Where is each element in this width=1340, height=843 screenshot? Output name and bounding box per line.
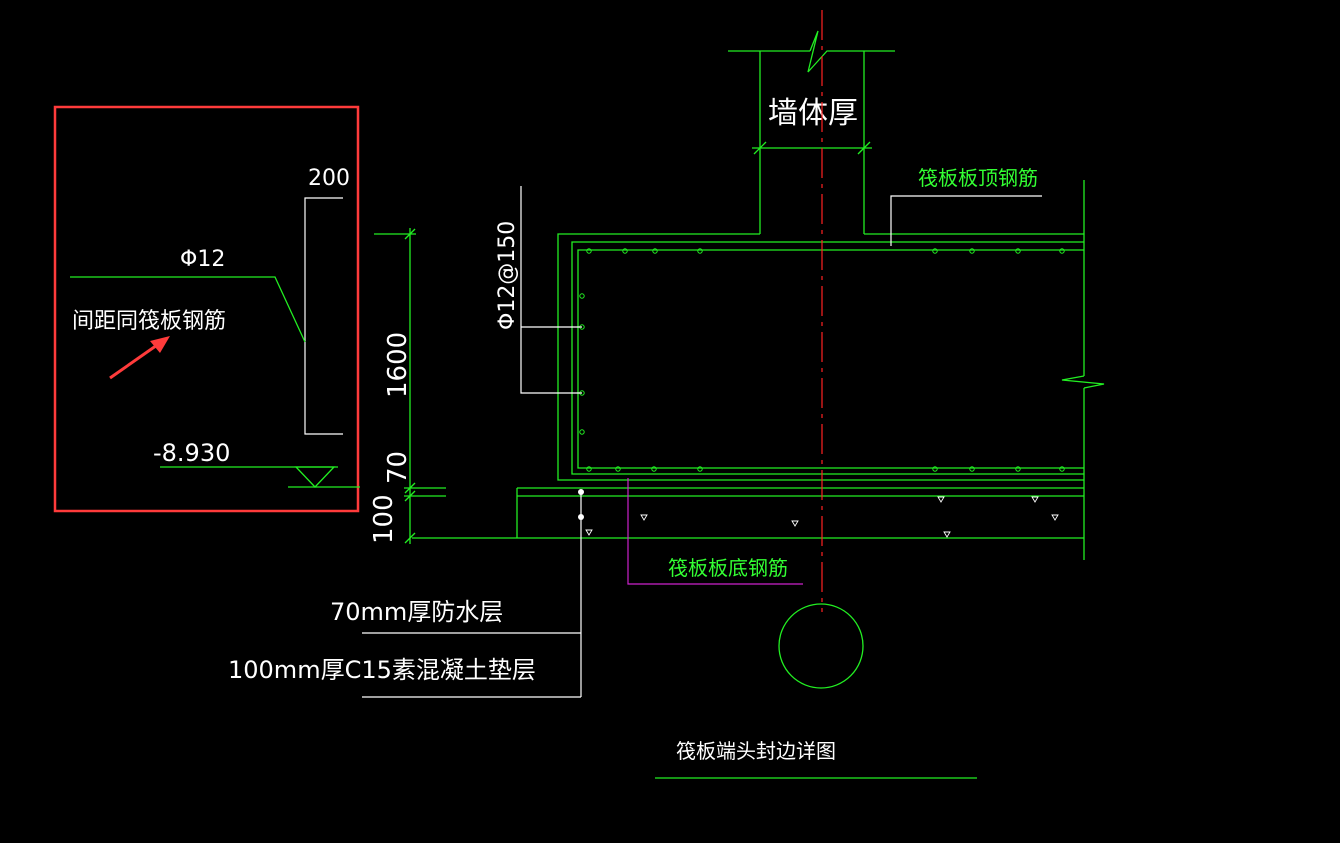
aggregate-icon <box>585 529 593 536</box>
edge-rebar-spec-label: Φ12@150 <box>495 221 520 330</box>
callout-arrow-head <box>150 336 170 353</box>
rebar-dot <box>932 248 938 254</box>
rebar-dot <box>586 466 592 472</box>
wall: 墙体厚 <box>728 30 895 234</box>
rebar-dot <box>1015 466 1021 472</box>
wall-dim-tick-left <box>753 141 767 155</box>
base-layers <box>412 487 1084 539</box>
aggregate-icon <box>1031 496 1039 503</box>
rebar-dot <box>615 466 621 472</box>
drawing-title-block: 筏板端头封边详图 <box>655 739 977 779</box>
callout-bar-length: 200 <box>308 166 350 191</box>
rebar-dot <box>969 466 975 472</box>
dim-raft-height: 1600 <box>383 332 413 398</box>
dim-cushion-thickness: 100 <box>369 494 399 544</box>
dim-waterproof-thickness: 70 <box>383 451 413 484</box>
layer-callouts: 70mm厚防水层 100mm厚C15素混凝土垫层 筏板板底钢筋 <box>228 478 803 698</box>
dim-tick <box>404 228 416 240</box>
callout-arrow-shaft <box>109 341 161 380</box>
raft-bottom-rebar-label: 筏板板底钢筋 <box>668 556 788 580</box>
dim-tick <box>404 490 416 502</box>
top-rebar-leader <box>890 195 1042 246</box>
rebar-dot <box>1059 466 1065 472</box>
rebar-dot <box>651 466 657 472</box>
rebar-dot <box>932 466 938 472</box>
callout-bar-diameter: Φ12 <box>180 247 225 272</box>
dimension-chain: 1600 70 100 <box>369 228 446 544</box>
rebar-dot <box>1059 248 1065 254</box>
rebar-dot <box>969 248 975 254</box>
callout-leader <box>70 276 306 343</box>
rebar-dot <box>586 248 592 254</box>
aggregate-icon <box>943 531 951 538</box>
raft-right-break-symbol <box>1061 375 1105 389</box>
callout-box: 200 Φ12 间距同筏板钢筋 -8.930 <box>53 105 360 513</box>
rebar-dot <box>579 429 585 435</box>
edge-closing-bar <box>571 241 1084 475</box>
rebar-dot <box>697 248 703 254</box>
rebar-dot <box>622 248 628 254</box>
axis <box>778 10 864 689</box>
leader-dot-waterproof <box>578 489 584 495</box>
rebar-dot <box>1015 248 1021 254</box>
elevation-marker-icon <box>294 466 336 488</box>
rebar-dot <box>652 248 658 254</box>
leader-dot-cushion <box>578 514 584 520</box>
rebar-dots <box>579 248 1065 472</box>
callout-elevation: -8.930 <box>153 439 230 467</box>
edge-rebar-leader <box>520 186 582 394</box>
wall-break-symbol <box>807 30 895 73</box>
callout-highlight-frame <box>53 105 360 513</box>
bottom-rebar-leader <box>627 478 803 585</box>
aggregate-icon <box>937 496 945 503</box>
aggregate-icon <box>1051 514 1059 521</box>
aggregate-icon <box>640 514 648 521</box>
axis-bubble <box>778 603 864 689</box>
wall-thickness-label: 墙体厚 <box>768 96 858 131</box>
drawing-title: 筏板端头封边详图 <box>676 739 836 763</box>
concrete-hatch <box>585 496 1059 538</box>
raft-outline <box>557 233 1084 481</box>
wall-dim-tick-right <box>857 141 871 155</box>
callout-bar-shape <box>304 197 343 435</box>
cushion-layer-label: 100mm厚C15素混凝土垫层 <box>228 656 536 684</box>
dim-tick <box>404 482 416 494</box>
dim-tick <box>404 532 416 544</box>
waterproof-layer-label: 70mm厚防水层 <box>330 598 503 626</box>
rebar-dot <box>697 466 703 472</box>
edge-rebar-spec: Φ12@150 <box>495 186 582 394</box>
main-rebar-loop <box>577 249 1084 469</box>
aggregate-icon <box>791 520 799 527</box>
callout-spacing-note: 间距同筏板钢筋 <box>72 309 226 334</box>
raft-top-rebar-label: 筏板板顶钢筋 <box>918 166 1038 190</box>
raft-slab: 筏板板顶钢筋 <box>557 166 1105 560</box>
rebar-dot <box>579 293 585 299</box>
